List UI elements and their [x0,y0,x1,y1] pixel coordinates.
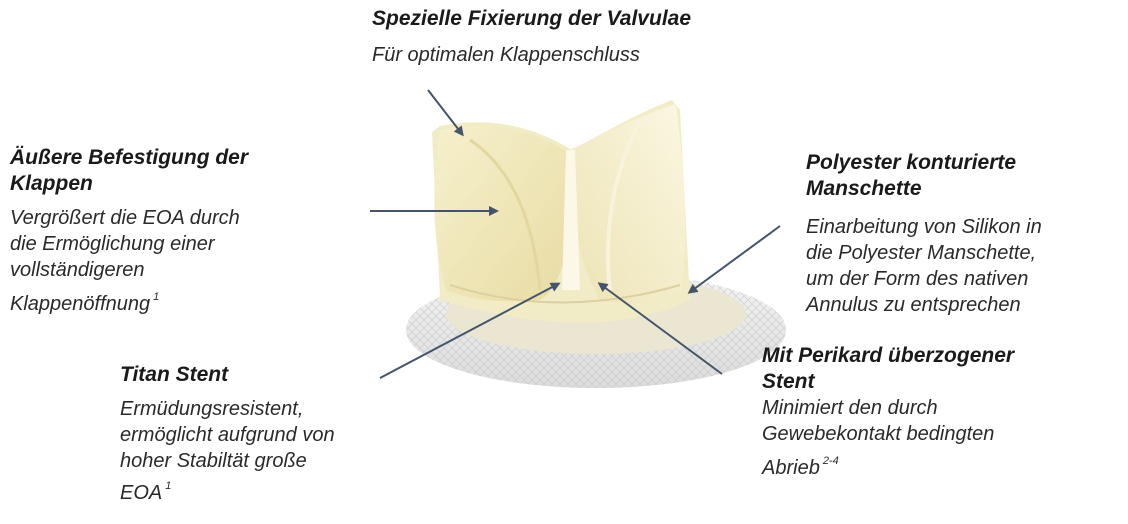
callout-bottom-left-text-line-2: ermöglicht aufgrund von [120,422,335,448]
callout-left-title-line-1: Äußere Befestigung der [10,145,248,171]
callout-bottom-right-text-line-3-text: Abrieb [762,457,820,479]
callout-bottom-left-title: Titan Stent [120,362,335,388]
callout-left-title-line-2: Klappen [10,171,248,197]
callout-left-text-line-3: vollständigeren [10,257,248,283]
callout-bottom-right-text-line-2: Gewebekontakt bedingten [762,421,1014,447]
callout-bottom-left-text-line-1: Ermüdungsresistent, [120,396,335,422]
callout-right-text-line-1: Einarbeitung von Silikon in [806,214,1042,240]
heart-valve-image [406,100,786,388]
callout-left-text-line-1: Vergrößert die EOA durch [10,205,248,231]
callout-bottom-right-text-line-1: Minimiert den durch [762,395,1014,421]
callout-left-text-line-4-text: Klappenöffnung [10,293,150,315]
callout-bottom-left-ref: 1 [165,480,171,492]
arrow-right [690,226,780,292]
callout-top-title: Spezielle Fixierung der Valvulae [372,6,691,32]
callout-right: Polyester konturierte Manschette Einarbe… [806,150,1042,318]
callout-bottom-right-title-line-2: Stent [762,369,1014,395]
callout-bottom-right: Mit Perikard überzogener Stent Minimiert… [762,343,1014,484]
left-leaflet [434,126,572,301]
callout-right-title-line-1: Polyester konturierte [806,150,1042,176]
callout-left-ref: 1 [153,291,159,303]
callout-bottom-right-ref: 2-4 [823,455,839,467]
callout-right-title-line-2: Manschette [806,176,1042,202]
callout-left-text-line-2: die Ermöglichung einer [10,231,248,257]
callout-right-text-line-3: um der Form des nativen [806,266,1042,292]
callout-left: Äußere Befestigung der Klappen Vergrößer… [10,145,248,320]
callout-right-text-line-2: die Polyester Manschette, [806,240,1042,266]
callout-right-text-line-4: Annulus zu entsprechen [806,292,1042,318]
callout-bottom-left-text-line-4-text: EOA [120,482,162,504]
callout-top: Spezielle Fixierung der Valvulae Für opt… [372,6,691,68]
callout-top-text: Für optimalen Klappenschluss [372,42,691,68]
callout-bottom-left: Titan Stent Ermüdungsresistent, ermöglic… [120,362,335,509]
callout-bottom-left-text-line-3: hoher Stabiltät große [120,448,335,474]
callout-bottom-right-title-line-1: Mit Perikard überzogener [762,343,1014,369]
